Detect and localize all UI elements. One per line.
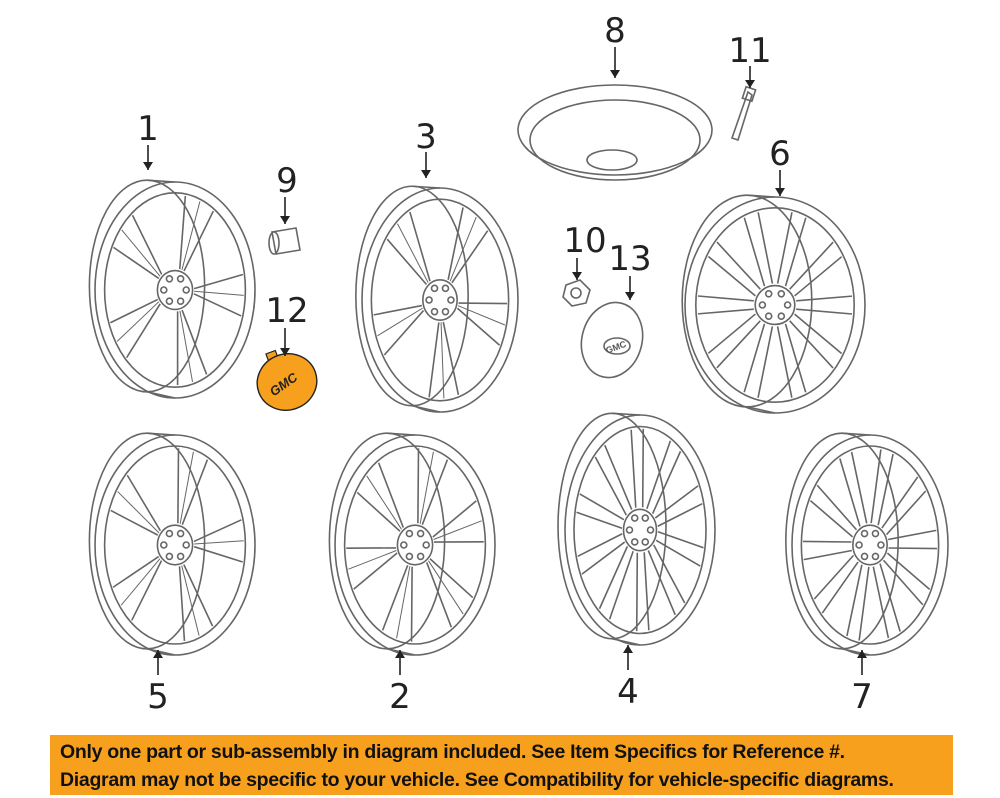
arrow-icon (395, 650, 405, 658)
callout-11: 11 (728, 31, 772, 88)
callout-9: 9 (276, 161, 298, 224)
wheel-5 (88, 432, 256, 656)
arrow-icon (610, 70, 620, 78)
callout-label-4: 4 (617, 672, 639, 712)
callout-label-13: 13 (608, 239, 651, 279)
wheel-4 (557, 412, 716, 646)
arrow-icon (143, 162, 153, 170)
wheel-2 (328, 432, 496, 656)
callout-label-3: 3 (415, 117, 437, 157)
disclaimer-line-2: Diagram may not be specific to your vehi… (60, 769, 894, 791)
spare-wheel-8 (517, 84, 713, 181)
callout-6: 6 (769, 134, 791, 196)
arrow-icon (775, 188, 785, 196)
callout-label-12: 12 (265, 291, 308, 331)
callout-3: 3 (415, 117, 437, 178)
callout-label-7: 7 (851, 677, 873, 717)
disclaimer-banner: Only one part or sub-assembly in diagram… (50, 735, 953, 795)
callout-label-9: 9 (276, 161, 298, 201)
callout-label-1: 1 (137, 109, 159, 149)
arrow-icon (153, 650, 163, 658)
callout-label-10: 10 (563, 221, 606, 261)
arrow-icon (623, 645, 633, 653)
callout-10: 10 (563, 221, 607, 280)
callout-2: 2 (389, 650, 411, 717)
callout-12: 12 (265, 291, 309, 356)
callout-1: 1 (137, 109, 159, 170)
arrow-icon (625, 292, 635, 300)
arrow-icon (857, 650, 867, 658)
valve-stem-11 (730, 85, 757, 142)
wheel-6 (681, 194, 866, 414)
center-cap-12-highlighted: GMC (256, 349, 318, 411)
arrow-icon (572, 272, 582, 280)
callout-label-8: 8 (604, 11, 626, 51)
arrow-icon (280, 216, 290, 224)
callout-4: 4 (617, 645, 639, 712)
wheel-1 (88, 179, 256, 399)
arrow-icon (421, 170, 431, 178)
callout-label-5: 5 (147, 677, 169, 717)
callout-5: 5 (147, 650, 169, 717)
nut-10 (562, 279, 591, 307)
wheel-3 (355, 185, 519, 413)
wheel-7 (785, 432, 949, 656)
callout-8: 8 (604, 11, 626, 78)
callout-13: 13 (608, 239, 652, 300)
callout-label-2: 2 (389, 677, 411, 717)
callout-label-6: 6 (769, 134, 791, 174)
arrow-icon (745, 80, 755, 88)
center-cap-13: GMC (580, 301, 644, 379)
arrow-icon (280, 348, 290, 356)
disclaimer-line-1: Only one part or sub-assembly in diagram… (60, 741, 845, 763)
callout-7: 7 (851, 650, 873, 717)
callout-label-11: 11 (728, 31, 771, 71)
lug-nut-9 (268, 227, 301, 255)
